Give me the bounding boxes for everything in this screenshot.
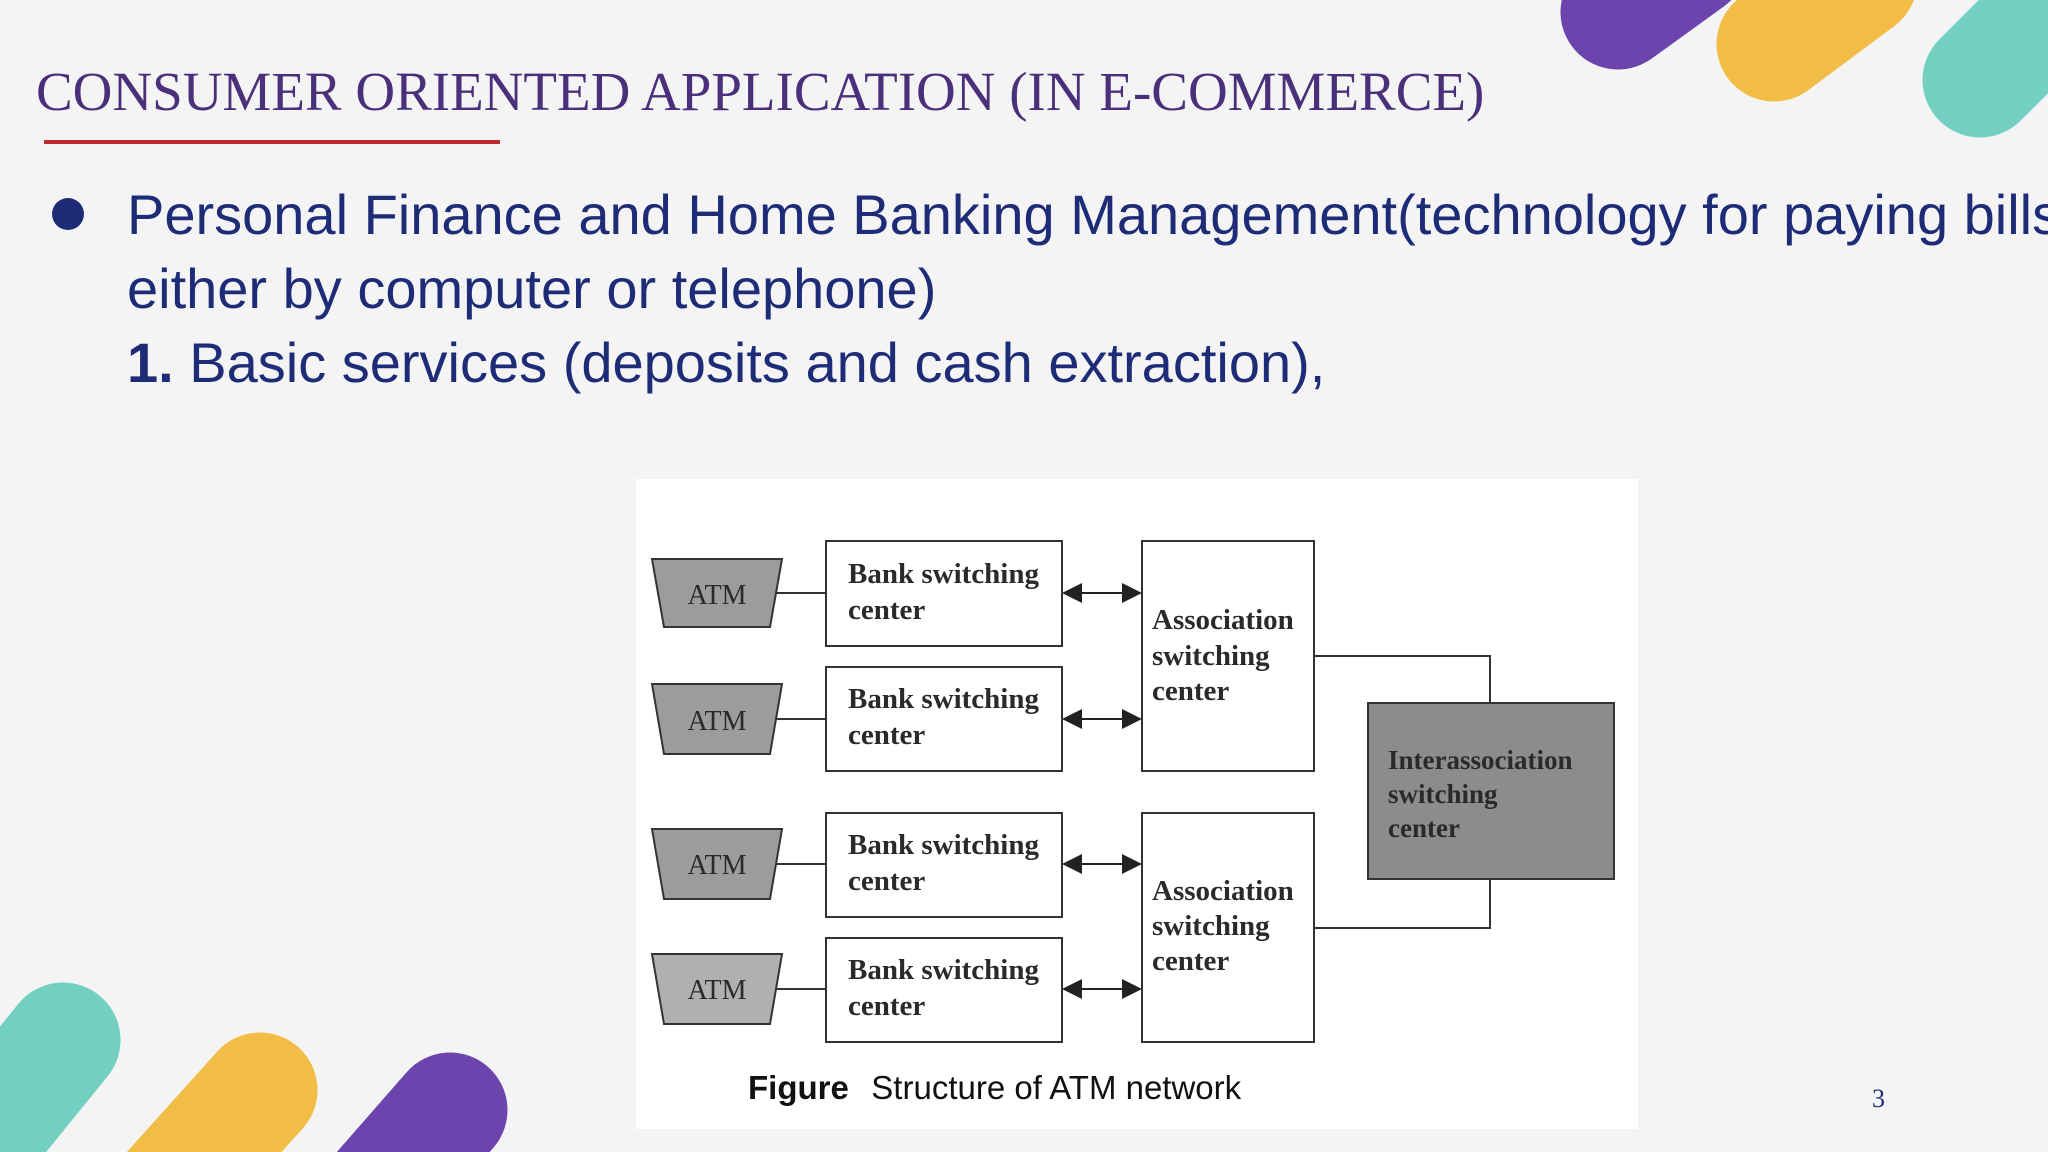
association-2-line-2: switching bbox=[1152, 910, 1270, 942]
bank-1-line-2: center bbox=[848, 594, 925, 626]
interassociation-switching-center: Interassociation switching center bbox=[1367, 702, 1615, 880]
figure-caption: Figure Structure of ATM network bbox=[748, 1069, 1242, 1106]
atm-1-label: ATM bbox=[687, 580, 746, 611]
bank-4-line-1: Bank switching bbox=[848, 954, 1039, 986]
atm-4: ATM bbox=[650, 953, 784, 1025]
bank-1-line-1: Bank switching bbox=[848, 558, 1039, 590]
atm-network-diagram: ATM Bank switching center ATM Bank switc… bbox=[650, 540, 1615, 1106]
title-underline bbox=[44, 140, 500, 144]
bank-switching-center-4: Bank switching center bbox=[825, 937, 1063, 1043]
atm-1: ATM bbox=[650, 558, 784, 628]
association-switching-center-2: Association switching center bbox=[1141, 812, 1315, 1043]
top-right-decoration bbox=[1560, 0, 2048, 138]
association-1-line-2: switching bbox=[1152, 640, 1270, 672]
bank-switching-center-1: Bank switching center bbox=[825, 540, 1063, 647]
sub-item-number: 1. bbox=[127, 331, 174, 394]
bullet-text: Personal Finance and Home Banking Manage… bbox=[127, 178, 2048, 400]
caption-label: Figure bbox=[748, 1069, 849, 1106]
association-1-line-1: Association bbox=[1152, 604, 1294, 636]
bank-2-line-1: Bank switching bbox=[848, 683, 1039, 715]
slide-title: CONSUMER ORIENTED APPLICATION (IN E-COMM… bbox=[36, 61, 1485, 122]
atm-3-label: ATM bbox=[687, 850, 746, 881]
sub-item-text: Basic services (deposits and cash extrac… bbox=[173, 331, 1326, 394]
association-2-line-1: Association bbox=[1152, 875, 1294, 907]
bank-4-line-2: center bbox=[848, 990, 925, 1022]
interassociation-line-1: Interassociation bbox=[1388, 745, 1573, 775]
association-switching-center-1: Association switching center bbox=[1141, 540, 1315, 772]
association-1-line-3: center bbox=[1152, 675, 1229, 707]
association-2-line-3: center bbox=[1152, 945, 1229, 977]
atm-4-label: ATM bbox=[687, 975, 746, 1006]
atm-network-figure: ATM Bank switching center ATM Bank switc… bbox=[636, 479, 1638, 1129]
interassociation-line-2: switching bbox=[1388, 779, 1498, 809]
bank-switching-center-2: Bank switching center bbox=[825, 666, 1063, 772]
page-number: 3 bbox=[1872, 1084, 1885, 1113]
bank-2-line-2: center bbox=[848, 719, 925, 751]
sub-item-1: 1. Basic services (deposits and cash ext… bbox=[127, 326, 2048, 400]
interassociation-line-3: center bbox=[1388, 813, 1460, 843]
bullet-icon bbox=[52, 198, 84, 230]
bottom-left-decoration bbox=[0, 982, 508, 1152]
atm-3: ATM bbox=[650, 828, 784, 900]
atm-2: ATM bbox=[650, 683, 784, 755]
bank-3-line-1: Bank switching bbox=[848, 829, 1039, 861]
bullet-line-2: either by computer or telephone) bbox=[127, 257, 937, 320]
atm-2-label: ATM bbox=[687, 706, 746, 737]
bullet-line-1: Personal Finance and Home Banking Manage… bbox=[127, 183, 2048, 246]
bank-3-line-2: center bbox=[848, 865, 925, 897]
caption-text: Structure of ATM network bbox=[871, 1069, 1241, 1106]
bank-switching-center-3: Bank switching center bbox=[825, 812, 1063, 918]
